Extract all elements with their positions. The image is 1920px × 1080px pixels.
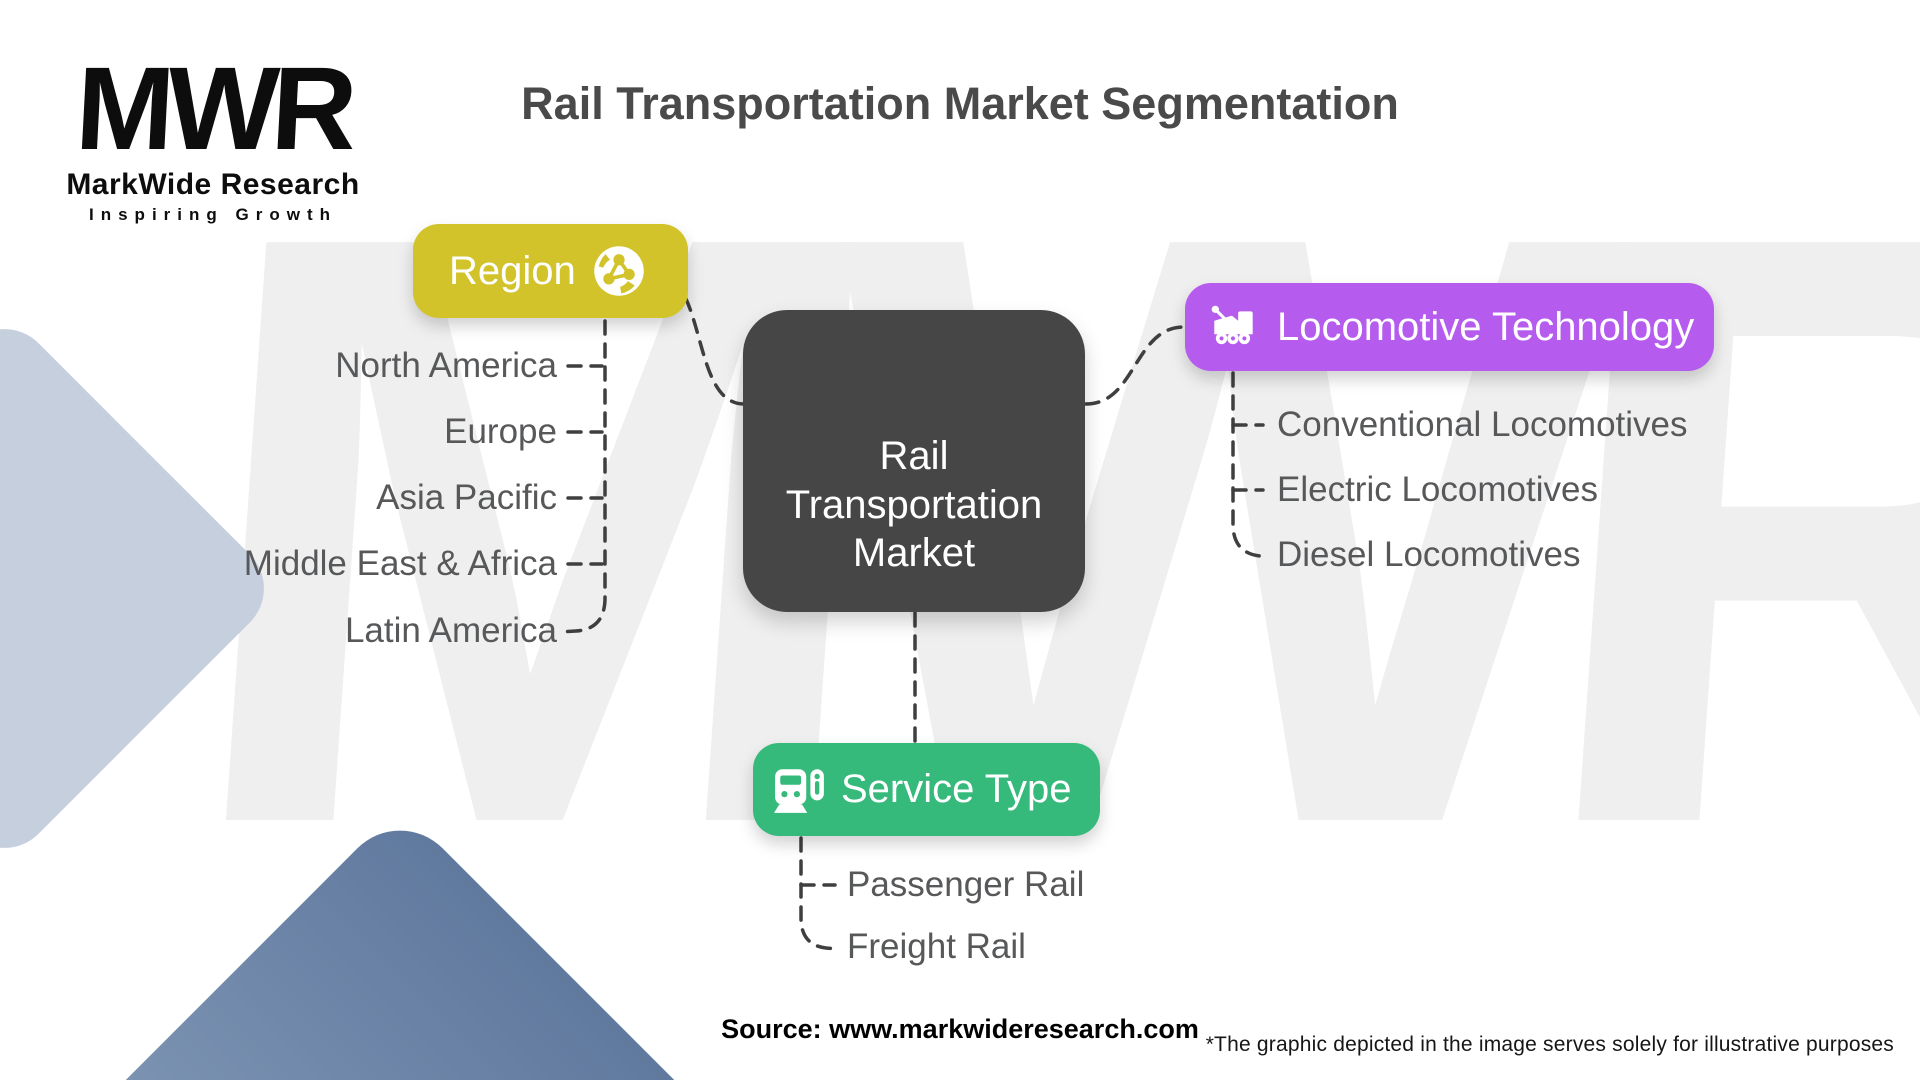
leaf-item-electric-locomotives: Electric Locomotives xyxy=(1277,470,1598,509)
globe-icon xyxy=(594,246,644,296)
leaf-item-europe: Europe xyxy=(444,412,557,451)
source-text: Source: www.markwideresearch.com xyxy=(721,1014,1199,1044)
locomotive-icon xyxy=(1211,305,1253,345)
leaf-item-freight-rail: Freight Rail xyxy=(847,927,1026,966)
branch-node-locomotive-technology: Locomotive Technology xyxy=(1185,283,1714,371)
logo-name: MarkWide Research xyxy=(66,167,360,201)
leaf-item-diesel-locomotives: Diesel Locomotives xyxy=(1277,535,1581,574)
logo-mark: MWR xyxy=(72,43,354,175)
leaf-item-asia-pacific: Asia Pacific xyxy=(376,478,557,517)
page-title: Rail Transportation Market Segmentation xyxy=(521,78,1399,129)
leaf-item-middle-east-africa: Middle East & Africa xyxy=(243,544,557,583)
leaf-item-north-america: North America xyxy=(335,346,557,385)
leaf-item-conventional-locomotives: Conventional Locomotives xyxy=(1277,405,1688,444)
branch-node-service-type: Service Type xyxy=(753,743,1100,836)
region-label: Region xyxy=(449,248,576,293)
leaf-item-latin-america: Latin America xyxy=(344,611,557,650)
markwide-logo: MWR MarkWide Research Inspiring Growth xyxy=(58,43,368,225)
connector-region-drop xyxy=(558,319,607,634)
logo-tagline: Inspiring Growth xyxy=(89,204,337,224)
locomotive-technology-label: Locomotive Technology xyxy=(1277,304,1695,349)
train-icon xyxy=(774,768,824,813)
leaf-item-passenger-rail: Passenger Rail xyxy=(847,865,1085,904)
service-type-label: Service Type xyxy=(841,767,1072,811)
connector-center-locomotive xyxy=(1084,325,1186,406)
disclaimer-text: *The graphic depicted in the image serve… xyxy=(1205,1033,1894,1056)
connector-locomotive-drop xyxy=(1231,371,1270,558)
center-node-rail-transportation-market: Rail Transportation Market xyxy=(743,310,1085,612)
branch-node-region: Region xyxy=(413,224,688,318)
center-node-label: Rail Transportation Market xyxy=(785,433,1043,576)
connector-service-drop xyxy=(799,836,840,951)
